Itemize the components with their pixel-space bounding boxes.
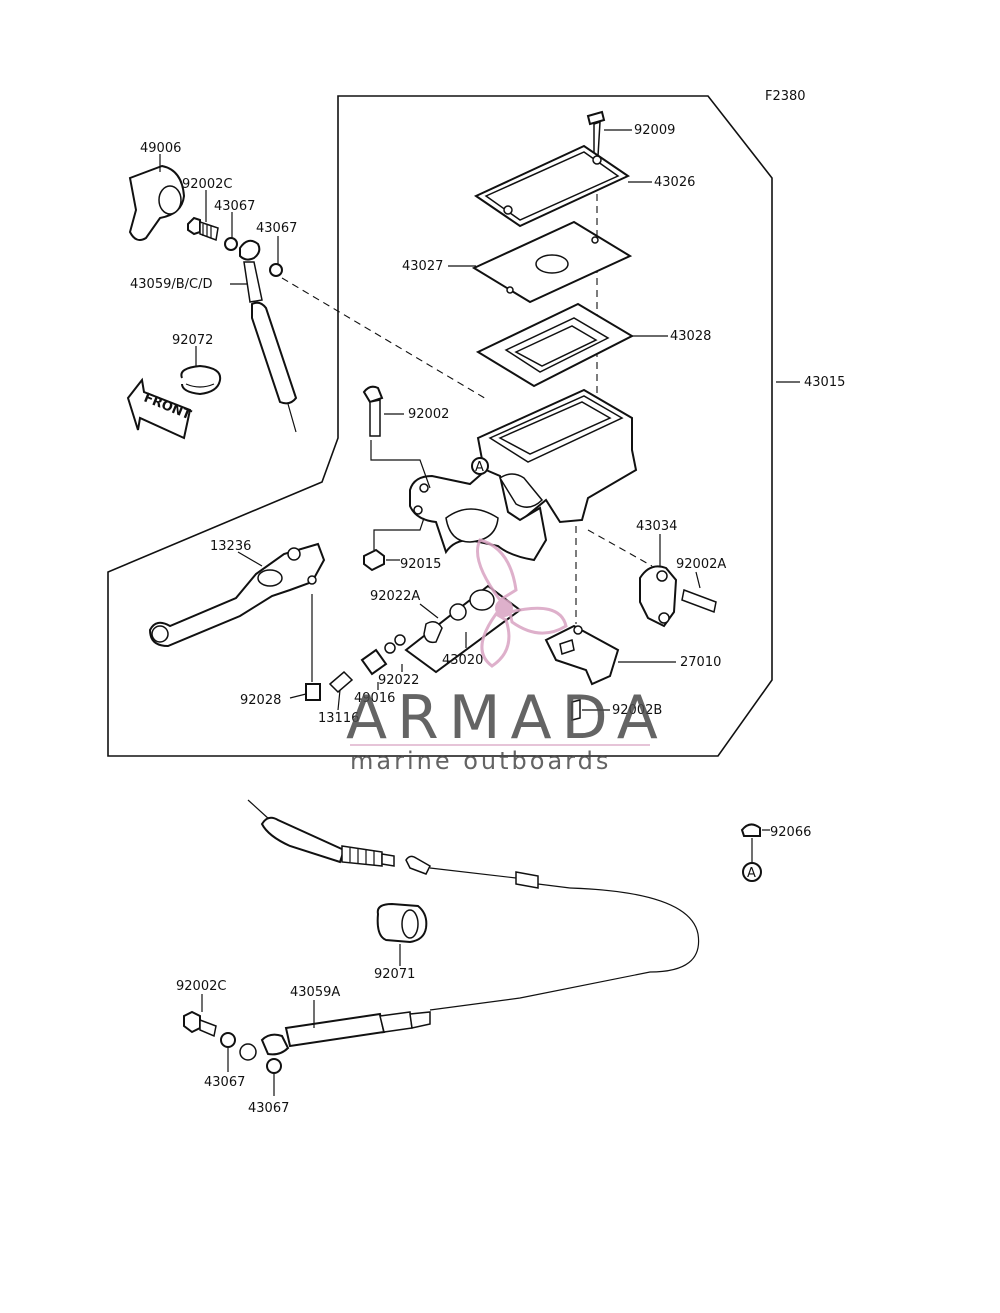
armada-watermark: ARMADA marine outboards xyxy=(346,538,668,775)
pivot-92028 xyxy=(305,594,321,701)
ref-marker-bottom xyxy=(742,862,762,882)
clamp-92072 xyxy=(180,364,222,396)
boot-92071 xyxy=(376,902,428,966)
watermark-brand: ARMADA xyxy=(346,683,668,753)
diaphragm-43028 xyxy=(475,302,635,388)
banjo-bolt-92002c-bottom xyxy=(183,994,217,1038)
clamp-43034 xyxy=(587,529,717,628)
label-13116: 13116 xyxy=(318,711,359,726)
screw-92002b xyxy=(571,699,581,721)
label-43026: 43026 xyxy=(654,175,695,190)
master-cylinder-body: A xyxy=(409,388,638,562)
label-49006: 49006 xyxy=(140,141,181,156)
label-92022a: 92022A xyxy=(370,589,420,604)
washer-43067-b xyxy=(269,263,283,277)
lever-13236 xyxy=(148,542,326,648)
seal-92022-b xyxy=(384,642,396,654)
label-92028: 92028 xyxy=(240,693,281,708)
banjo-bolt-92002c-top xyxy=(187,216,219,242)
fitting-ring xyxy=(239,1043,257,1061)
label-43067-d: 43067 xyxy=(248,1101,289,1116)
nut-92015 xyxy=(363,548,385,572)
label-92022: 92022 xyxy=(378,673,419,688)
ref-marker-bottom-label: A xyxy=(747,866,756,881)
label-43020: 43020 xyxy=(442,653,483,668)
upper-hose-end xyxy=(247,799,395,867)
label-43028: 43028 xyxy=(670,329,711,344)
propeller-logo xyxy=(476,538,568,668)
piston-assembly-43020 xyxy=(404,584,522,674)
cap-43026 xyxy=(473,144,631,228)
label-92015: 92015 xyxy=(400,557,441,572)
label-92002: 92002 xyxy=(408,407,449,422)
watermark-tagline: marine outboards xyxy=(350,747,611,775)
label-49016: 49016 xyxy=(354,691,395,706)
label-27010: 27010 xyxy=(680,655,721,670)
label-43015: 43015 xyxy=(804,375,845,390)
label-43067-c: 43067 xyxy=(204,1075,245,1090)
cap-92066: A xyxy=(740,823,770,882)
label-92066: 92066 xyxy=(770,825,811,840)
washer-43067-d xyxy=(266,1058,282,1074)
label-43067-b: 43067 xyxy=(256,221,297,236)
brake-hose-43059bcd xyxy=(239,239,298,433)
screw-92009 xyxy=(586,110,606,157)
label-43067-a: 43067 xyxy=(214,199,255,214)
pushrod-13116 xyxy=(328,670,354,711)
label-92071: 92071 xyxy=(374,967,415,982)
label-92002c-top: 92002C xyxy=(182,177,232,192)
ref-marker-top-label: A xyxy=(475,460,484,475)
seal-92022 xyxy=(394,634,406,646)
label-43027: 43027 xyxy=(402,259,443,274)
clutch-cable xyxy=(405,855,700,1011)
label-43059a: 43059A xyxy=(290,985,340,1000)
washer-43067-c xyxy=(220,1032,236,1048)
label-43059bcd: 43059/B/C/D xyxy=(130,277,213,292)
label-92002b: 92002B xyxy=(612,703,662,718)
label-92009: 92009 xyxy=(634,123,675,138)
label-43034: 43034 xyxy=(636,519,677,534)
ref-marker-top xyxy=(471,457,489,475)
hose-43059a xyxy=(260,1000,431,1056)
switch-27010 xyxy=(544,526,620,686)
bolt-92002 xyxy=(362,385,431,489)
banjo-cover-49006 xyxy=(128,164,186,241)
label-92002a: 92002A xyxy=(676,557,726,572)
boot-49016 xyxy=(360,648,388,676)
plate-43027 xyxy=(471,220,633,304)
assembly-frame xyxy=(107,95,773,757)
label-92072: 92072 xyxy=(172,333,213,348)
washer-43067-a xyxy=(224,237,238,251)
figure-code: F2380 xyxy=(765,89,806,104)
label-92002c-bottom: 92002C xyxy=(176,979,226,994)
label-13236: 13236 xyxy=(210,539,251,554)
